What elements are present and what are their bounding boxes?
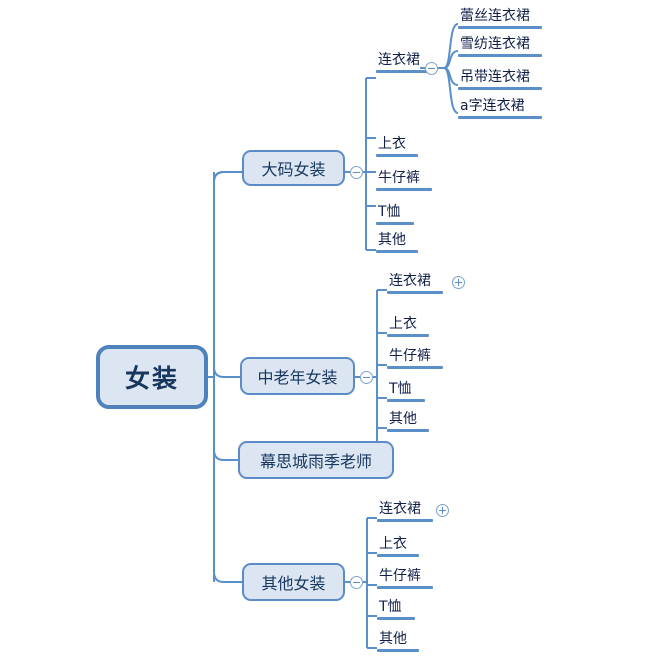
branch-node-zhonglaonian[interactable]: 中老年女装	[240, 357, 355, 395]
underline	[376, 154, 418, 157]
branch-node-label: 中老年女装	[257, 368, 338, 387]
list-item-label: a字连衣裙	[460, 98, 525, 114]
underline	[387, 334, 429, 337]
list-item[interactable]: a字连衣裙	[458, 98, 542, 119]
underline	[387, 366, 443, 369]
list-item[interactable]: 其他	[376, 232, 418, 253]
branch-node-label: 其他女装	[261, 574, 326, 593]
list-item-label: 其他	[389, 411, 417, 427]
list-item-label: 上衣	[378, 136, 406, 152]
list-item[interactable]: 牛仔裤	[387, 348, 443, 369]
collapse-icon-lianyiqun-daima[interactable]	[425, 62, 438, 75]
list-item-label: 其他	[378, 232, 406, 248]
underline	[458, 116, 542, 119]
underline	[387, 429, 429, 432]
underline	[377, 649, 419, 652]
list-item[interactable]: 牛仔裤	[376, 170, 432, 191]
root-node-label: 女装	[124, 364, 179, 393]
underline	[376, 188, 432, 191]
underline	[458, 87, 542, 90]
underline	[377, 519, 433, 522]
collapse-icon-zhonglaonian[interactable]	[360, 371, 373, 384]
list-item[interactable]: 牛仔裤	[377, 568, 433, 589]
list-item[interactable]: 连衣裙	[376, 52, 432, 73]
underline	[376, 250, 418, 253]
list-item-label: T恤	[378, 204, 401, 220]
list-item-label: T恤	[379, 599, 402, 615]
list-item-label: 连衣裙	[389, 273, 431, 289]
expand-icon-lianyiqun-zhonglaonian[interactable]	[452, 276, 465, 289]
underline	[377, 617, 415, 620]
branch-node-musicheng[interactable]: 幕思城雨季老师	[238, 441, 394, 479]
list-item[interactable]: 蕾丝连衣裙	[458, 8, 542, 29]
list-item[interactable]: 上衣	[387, 316, 429, 337]
list-item-label: 上衣	[389, 316, 417, 332]
list-item[interactable]: 其他	[387, 411, 429, 432]
list-item[interactable]: 上衣	[376, 136, 418, 157]
list-item-label: 牛仔裤	[389, 348, 431, 364]
list-item-label: 连衣裙	[378, 52, 420, 68]
underline	[387, 291, 443, 294]
list-item-label: 牛仔裤	[378, 170, 420, 186]
underline	[377, 554, 419, 557]
list-item-label: 雪纺连衣裙	[460, 36, 530, 52]
underline	[458, 54, 542, 57]
list-item-label: 蕾丝连衣裙	[460, 8, 530, 24]
list-item[interactable]: 其他	[377, 631, 419, 652]
list-item-label: 牛仔裤	[379, 568, 421, 584]
root-node[interactable]: 女装	[96, 345, 208, 409]
list-item[interactable]: T恤	[376, 204, 414, 225]
list-item[interactable]: T恤	[387, 381, 425, 402]
list-item[interactable]: 吊带连衣裙	[458, 69, 542, 90]
branch-node-qita[interactable]: 其他女装	[242, 563, 345, 601]
underline	[376, 70, 432, 73]
branch-node-label: 幕思城雨季老师	[259, 452, 372, 471]
list-item[interactable]: 雪纺连衣裙	[458, 36, 542, 57]
underline	[376, 222, 414, 225]
branch-node-daima[interactable]: 大码女装	[242, 150, 345, 186]
list-item[interactable]: T恤	[377, 599, 415, 620]
list-item-label: 上衣	[379, 536, 407, 552]
list-item[interactable]: 上衣	[377, 536, 419, 557]
underline	[458, 26, 542, 29]
list-item[interactable]: 连衣裙	[387, 273, 443, 294]
branch-node-label: 大码女装	[261, 160, 326, 179]
underline	[387, 399, 425, 402]
list-item-label: 其他	[379, 631, 407, 647]
list-item-label: 吊带连衣裙	[460, 69, 530, 85]
expand-icon-lianyiqun-qita[interactable]	[436, 504, 449, 517]
collapse-icon-daima[interactable]	[350, 166, 363, 179]
list-item-label: 连衣裙	[379, 501, 421, 517]
collapse-icon-qita[interactable]	[350, 576, 363, 589]
underline	[377, 586, 433, 589]
list-item-label: T恤	[389, 381, 412, 397]
list-item[interactable]: 连衣裙	[377, 501, 433, 522]
